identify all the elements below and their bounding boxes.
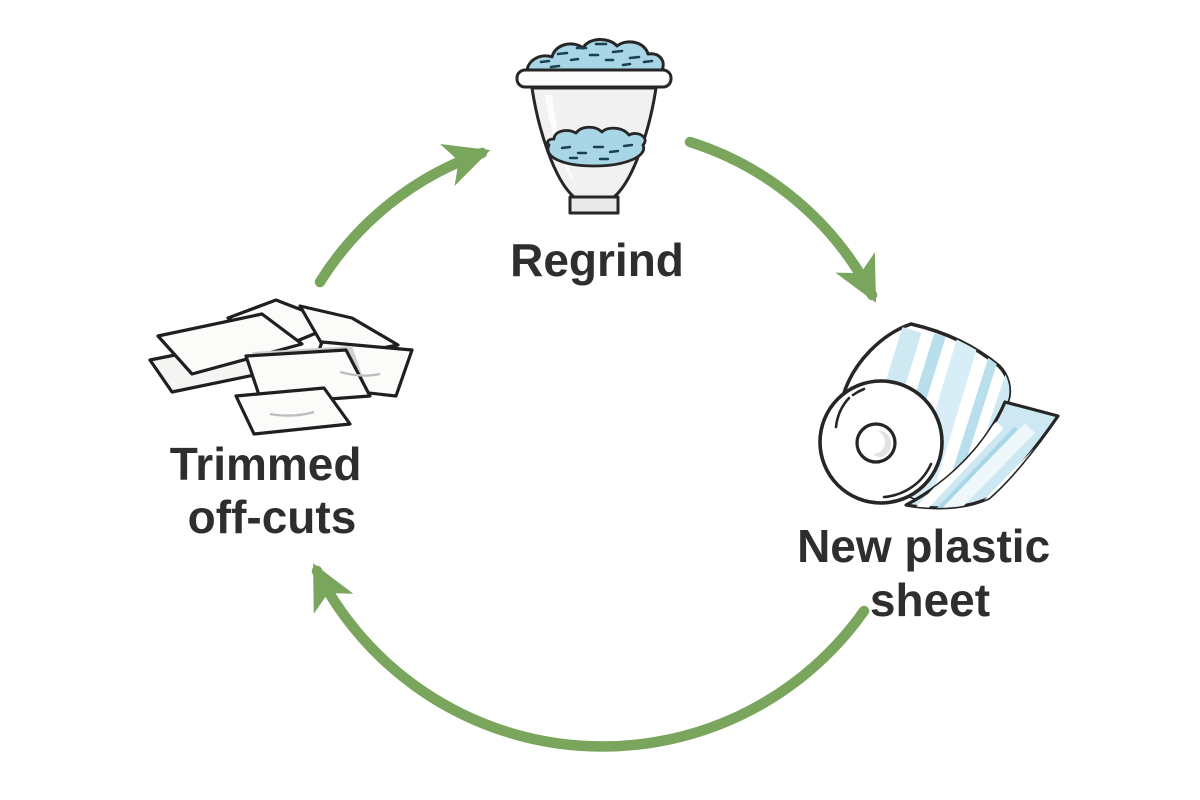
offcut-page-hint-front xyxy=(269,410,315,417)
trimmed-offcuts-label: Trimmed off-cuts xyxy=(170,438,375,543)
offcut-sheet-center xyxy=(244,348,372,406)
cycle-arrows xyxy=(311,136,878,752)
offcuts-icon xyxy=(148,298,414,436)
regrind-label: Regrind xyxy=(510,234,684,286)
arrow-sheet-to-offcuts xyxy=(311,563,870,752)
hopper-spout xyxy=(568,195,620,215)
hopper-highlight xyxy=(545,95,576,185)
offcut-sheet-front xyxy=(234,386,352,436)
roll-core-inner xyxy=(861,430,885,454)
new-plastic-sheet-label-line1: New plastic xyxy=(797,520,1050,572)
trimmed-offcuts-label-line1: Trimmed xyxy=(170,438,362,490)
offcut-page-hint-right xyxy=(339,370,381,377)
regrind-specks-top xyxy=(539,42,654,69)
trimmed-offcuts-label-line2: off-cuts xyxy=(188,491,357,543)
new-plastic-sheet-label-line2: sheet xyxy=(870,574,990,626)
arrow-regrind-to-sheet xyxy=(684,136,878,303)
plastic-roll-icon xyxy=(818,322,1060,510)
arrow-offcuts-to-regrind xyxy=(314,143,491,288)
regrind-specks-inside xyxy=(560,143,634,161)
offcut-sheet-left xyxy=(156,312,304,376)
new-plastic-sheet-label: New plastic sheet xyxy=(797,520,1063,626)
hopper-rim xyxy=(515,68,673,89)
hopper-icon xyxy=(515,38,673,215)
roll-face-arcs xyxy=(834,387,933,499)
